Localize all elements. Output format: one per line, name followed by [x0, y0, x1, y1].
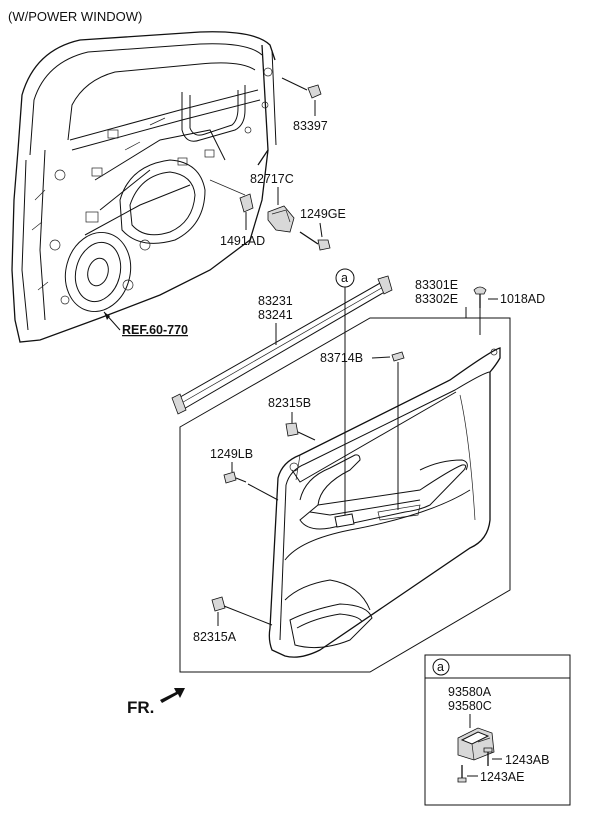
label-83397: 83397: [293, 119, 328, 133]
part-82315a: 82315A: [193, 596, 273, 644]
part-82315b: 82315B: [268, 396, 316, 441]
reference-callout: REF.60-770: [103, 311, 188, 337]
part-1018ad: 1018AD: [473, 286, 545, 335]
inset-callout-letter: a: [437, 660, 444, 674]
part-1249lb: 1249LB: [210, 447, 279, 501]
header-note: (W/POWER WINDOW): [8, 9, 142, 24]
label-82315a: 82315A: [193, 630, 237, 644]
label-1243ae: 1243AE: [480, 770, 524, 784]
part-1491ad: 1491AD: [220, 193, 265, 248]
label-1243ab: 1243AB: [505, 753, 549, 767]
part-83714b: 83714B: [320, 351, 405, 510]
reference-label: REF.60-770: [122, 323, 188, 337]
label-93580c: 93580C: [448, 699, 492, 713]
door-trim-panel: [268, 347, 501, 658]
label-83241: 83241: [258, 308, 293, 322]
label-1249ge: 1249GE: [300, 207, 346, 221]
inset-box-switch: a 93580A 93580C 1243AB 1243AE: [424, 654, 571, 806]
label-1249lb: 1249LB: [210, 447, 253, 461]
label-1491ad: 1491AD: [220, 234, 265, 248]
part-83301e-labels: 83301E 83302E: [415, 278, 467, 318]
part-1249ge: 1249GE: [299, 207, 346, 251]
label-83301e: 83301E: [415, 278, 458, 292]
front-direction-indicator: FR.: [127, 688, 185, 717]
label-1018ad: 1018AD: [500, 292, 545, 306]
door-inner-panel: [11, 31, 277, 343]
callout-a-letter: a: [341, 271, 348, 285]
trim-panel-box: [179, 317, 511, 673]
label-83231: 83231: [258, 294, 293, 308]
label-82315b: 82315B: [268, 396, 311, 410]
label-93580a: 93580A: [448, 685, 492, 699]
front-label: FR.: [127, 698, 154, 717]
label-82717c: 82717C: [250, 172, 294, 186]
callout-a: a: [335, 268, 355, 515]
label-83302e: 83302E: [415, 292, 458, 306]
part-83397: 83397: [281, 77, 328, 133]
label-83714b: 83714B: [320, 351, 363, 365]
part-83231-weatherstrip: 83231 83241: [171, 275, 393, 415]
part-82717c: 82717C: [209, 172, 295, 233]
